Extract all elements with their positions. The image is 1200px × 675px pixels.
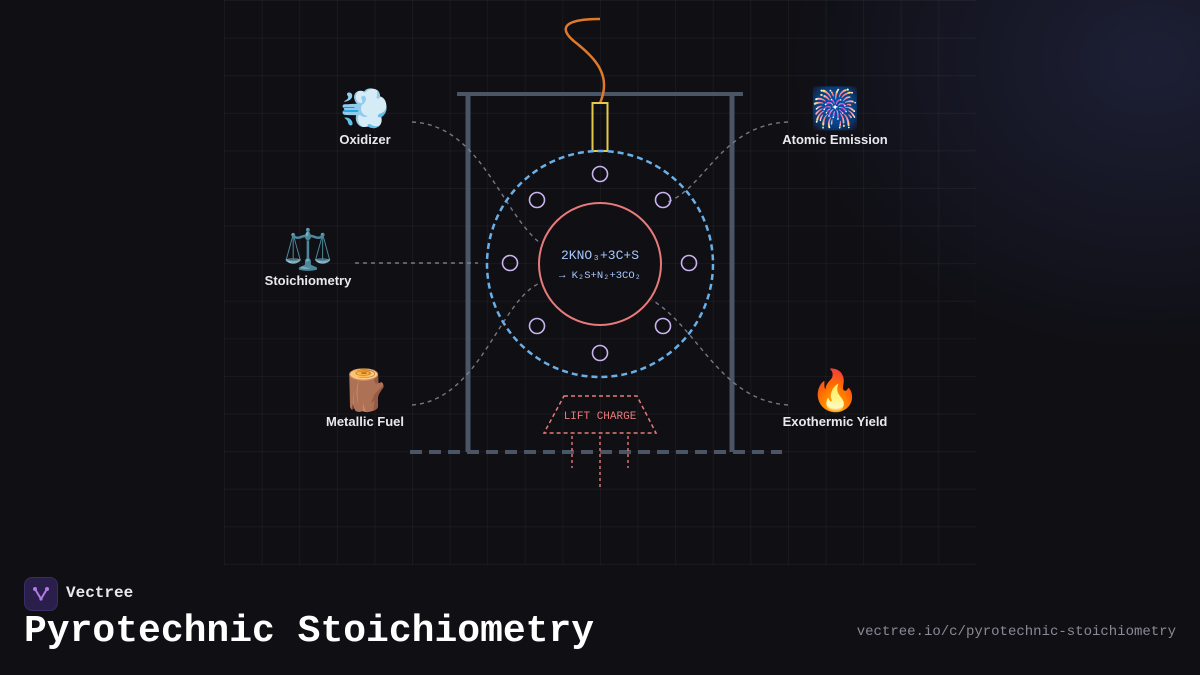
lift-charge-trapezoid bbox=[542, 395, 658, 434]
connector-exothermic-yield bbox=[651, 299, 789, 406]
page-title: Pyrotechnic Stoichiometry bbox=[24, 610, 595, 653]
node-oxidizer: 💨 Oxidizer bbox=[285, 86, 445, 147]
wood-log-icon: 🪵 bbox=[340, 369, 390, 413]
equation-products: → K₂S+N₂+3CO₂ bbox=[559, 270, 641, 282]
connector-oxidizer bbox=[411, 121, 541, 244]
star-pellet bbox=[528, 317, 546, 335]
node-label: Exothermic Yield bbox=[782, 414, 888, 429]
node-atomic-emission: 🎆 Atomic Emission bbox=[755, 86, 915, 147]
page-url-link[interactable]: vectree.io/c/pyrotechnic-stoichiometry bbox=[856, 624, 1176, 640]
dash-smoke-icon: 💨 bbox=[340, 87, 390, 131]
fire-icon: 🔥 bbox=[810, 369, 860, 413]
node-label: Oxidizer bbox=[339, 132, 391, 147]
balance-scale-icon: ⚖️ bbox=[283, 228, 333, 272]
node-label: Stoichiometry bbox=[264, 273, 352, 288]
brand-name: Vectree bbox=[66, 584, 134, 602]
vectree-logo-icon[interactable] bbox=[24, 577, 58, 611]
node-exothermic-yield: 🔥 Exothermic Yield bbox=[755, 368, 915, 429]
fuse-line bbox=[564, 17, 606, 104]
star-pellet bbox=[654, 191, 672, 209]
star-pellet bbox=[591, 344, 609, 362]
star-pellet bbox=[591, 165, 609, 183]
shell-core bbox=[538, 202, 662, 326]
connector-metallic-fuel bbox=[411, 282, 541, 406]
node-metallic-fuel: 🪵 Metallic Fuel bbox=[285, 368, 445, 429]
star-pellet bbox=[528, 191, 546, 209]
fuse-holder bbox=[591, 102, 609, 152]
star-pellet bbox=[501, 254, 519, 272]
node-label: Metallic Fuel bbox=[325, 414, 405, 429]
fireworks-icon: 🎆 bbox=[810, 87, 860, 131]
lift-charge-label: LIFT CHARGE bbox=[564, 411, 637, 423]
equation-reactants: 2KNO₃+3C+S bbox=[561, 248, 639, 263]
connector-atomic-emission bbox=[664, 121, 789, 204]
star-pellet bbox=[654, 317, 672, 335]
node-label: Atomic Emission bbox=[782, 132, 888, 147]
node-stoichiometry: ⚖️ Stoichiometry bbox=[228, 227, 388, 288]
star-pellet bbox=[680, 254, 698, 272]
shell-outer-casing bbox=[485, 149, 715, 379]
